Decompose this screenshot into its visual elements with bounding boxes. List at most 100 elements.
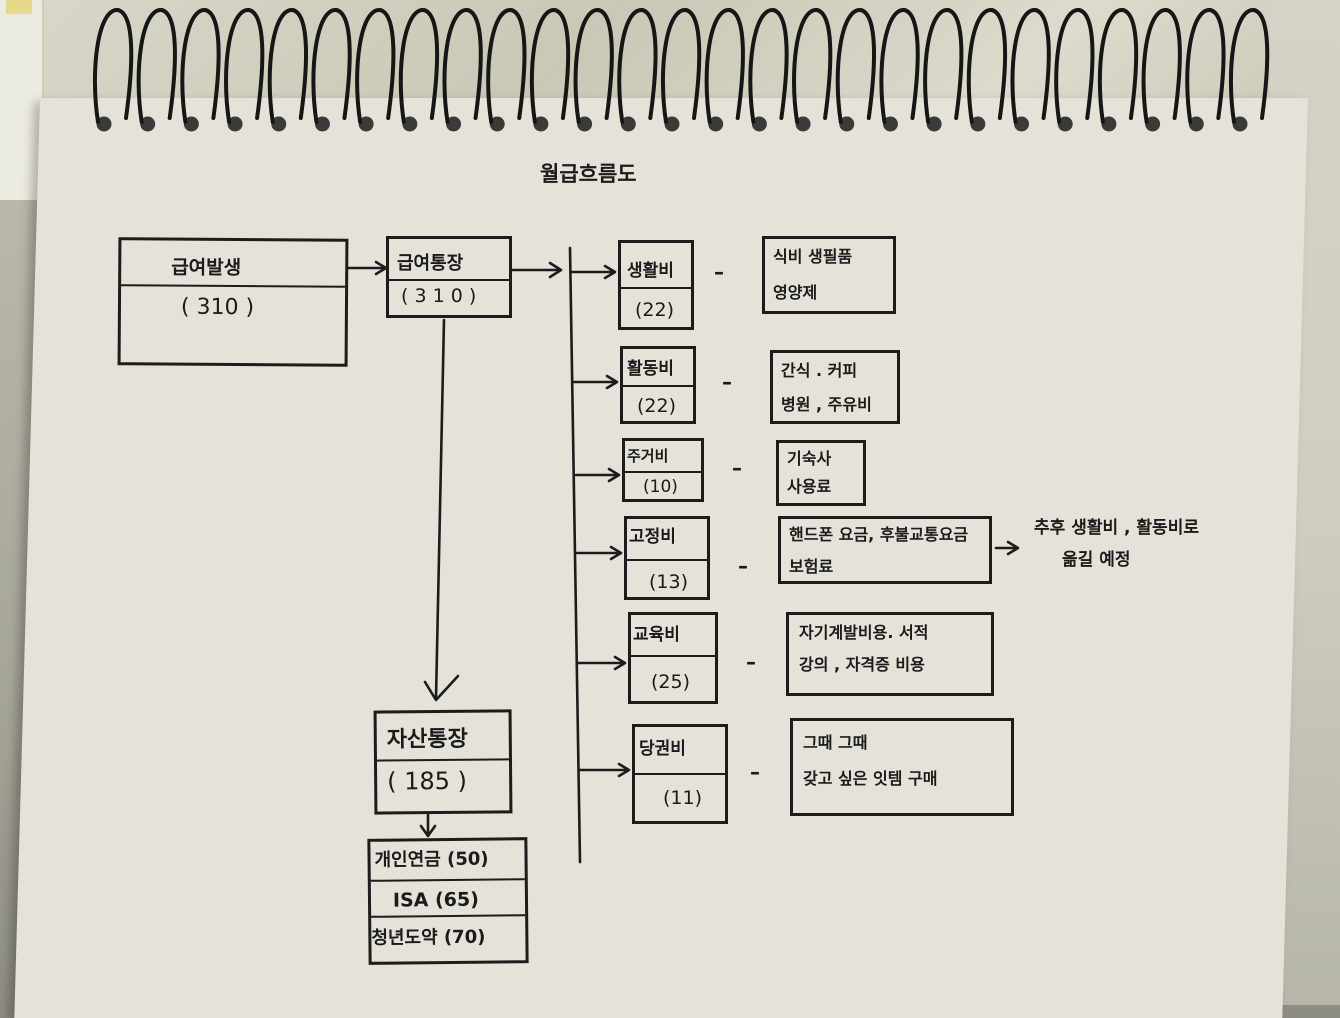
category-dash: – <box>722 370 732 394</box>
binding-hole <box>96 116 112 132</box>
salary-account-amount: ( 3 1 0 ) <box>401 285 477 307</box>
branch-3 <box>574 467 621 483</box>
category-desc-line: 영양제 <box>773 283 818 302</box>
binding-ring <box>529 8 571 124</box>
binding-ring <box>486 8 527 124</box>
binding-hole <box>1014 116 1030 132</box>
page-title: 월급흐름도 <box>540 162 637 186</box>
category-desc-box-reward: 그때 그때 갖고 싶은 잇템 구매 <box>790 718 1014 816</box>
card-mark <box>6 0 32 14</box>
category-amount: (13) <box>649 571 689 593</box>
binding-ring <box>704 8 745 124</box>
binding-hole <box>751 116 767 132</box>
category-desc-line: 사용료 <box>787 477 832 496</box>
asset-items-divider-2 <box>371 914 526 918</box>
binding-ring <box>1185 8 1226 124</box>
binding-hole <box>140 116 156 132</box>
source-amount: ( 310 ) <box>180 294 255 321</box>
asset-item-isa: ISA (65) <box>392 888 479 912</box>
binding-ring <box>1141 8 1182 124</box>
category-desc-line: 간식 . 커피 <box>781 361 858 380</box>
asset-item-youth: 청년도약 (70) <box>371 926 486 949</box>
note-line: 추후 생활비 , 활동비로 <box>1034 518 1199 538</box>
salary-account-divider <box>389 279 509 281</box>
category-amount: (22) <box>637 395 677 417</box>
asset-account-divider <box>376 758 509 762</box>
category-desc-line: 보험료 <box>789 557 834 576</box>
branch-4 <box>575 545 623 561</box>
arrow-salary-to-asset <box>434 318 446 700</box>
category-desc-box-fixed: 핸드폰 요금, 후불교통요금 보험료 <box>778 516 992 584</box>
binding-ring <box>92 8 134 124</box>
category-desc-box-activity: 간식 . 커피 병원 , 주유비 <box>770 350 900 424</box>
binding-hole <box>402 116 418 132</box>
category-dash: – <box>732 456 742 480</box>
category-name: 활동비 <box>627 359 674 379</box>
source-box: 급여발생 ( 310 ) <box>117 237 349 367</box>
spiral-binding <box>92 8 1270 132</box>
binding-ring <box>1054 8 1095 124</box>
category-box-fixed: 고정비 (13) <box>624 516 710 600</box>
binding-ring <box>573 8 614 124</box>
category-dash: – <box>714 260 724 284</box>
asset-items-divider-1 <box>370 878 525 882</box>
binding-hole <box>314 116 330 132</box>
arrow-head-3 <box>423 674 460 702</box>
binding-ring <box>792 8 833 124</box>
binding-hole <box>664 116 680 132</box>
binding-ring <box>1228 8 1270 124</box>
binding-hole <box>708 116 724 132</box>
binding-ring <box>355 8 396 124</box>
background-card <box>0 0 44 200</box>
category-desc-box-living: 식비 생필품 영양제 <box>762 236 896 314</box>
binding-hole <box>533 116 549 132</box>
binding-ring <box>442 8 483 124</box>
binding-hole <box>1232 116 1248 132</box>
binding-hole <box>446 116 462 132</box>
category-desc-line: 기숙사 <box>787 449 832 468</box>
binding-hole <box>1188 116 1204 132</box>
branch-6 <box>577 762 631 778</box>
binding-ring <box>267 8 309 124</box>
category-name: 교육비 <box>633 625 680 645</box>
category-desc-line: 자기계발비용. 서적 <box>799 623 929 642</box>
category-box-education: 교육비 (25) <box>628 612 718 704</box>
category-divider <box>625 471 701 473</box>
arrow-head-2 <box>548 261 563 279</box>
category-desc-line: 갖고 싶은 잇템 구매 <box>803 769 938 788</box>
binding-ring <box>966 8 1008 124</box>
category-desc-line: 그때 그때 <box>803 733 868 752</box>
binding-ring <box>923 8 964 124</box>
binding-hole <box>882 116 898 132</box>
binding-hole <box>358 116 374 132</box>
branch-5 <box>576 655 627 671</box>
category-name: 생활비 <box>627 261 674 281</box>
category-amount: (11) <box>663 787 703 809</box>
distribution-spine <box>568 246 582 864</box>
binding-ring <box>180 8 221 124</box>
binding-hole <box>183 116 199 132</box>
asset-item-pension: 개인연금 (50) <box>374 848 489 871</box>
binding-hole <box>227 116 243 132</box>
category-dash: – <box>738 554 748 578</box>
binding-hole <box>1145 116 1161 132</box>
category-desc-line: 핸드폰 요금, 후불교통요금 <box>789 525 969 544</box>
asset-items-box: 개인연금 (50) ISA (65) 청년도약 (70) <box>367 837 529 965</box>
binding-hole <box>489 116 505 132</box>
binding-hole <box>926 116 942 132</box>
category-desc-line: 강의 , 자격증 비용 <box>799 655 925 674</box>
category-desc-box-housing: 기숙사 사용료 <box>776 440 866 506</box>
binding-hole <box>1101 116 1117 132</box>
source-label: 급여발생 <box>171 256 242 280</box>
binding-ring <box>136 8 177 124</box>
binding-ring <box>311 8 352 124</box>
binding-ring <box>1097 8 1139 124</box>
salary-account-label: 급여통장 <box>397 253 464 274</box>
binding-hole <box>839 116 855 132</box>
binding-hole <box>1057 116 1073 132</box>
branch-1 <box>570 264 617 280</box>
binding-ring <box>835 8 877 124</box>
binding-ring <box>224 8 265 124</box>
category-desc-line: 식비 생필품 <box>773 247 853 266</box>
arrow-head-4 <box>419 824 437 838</box>
